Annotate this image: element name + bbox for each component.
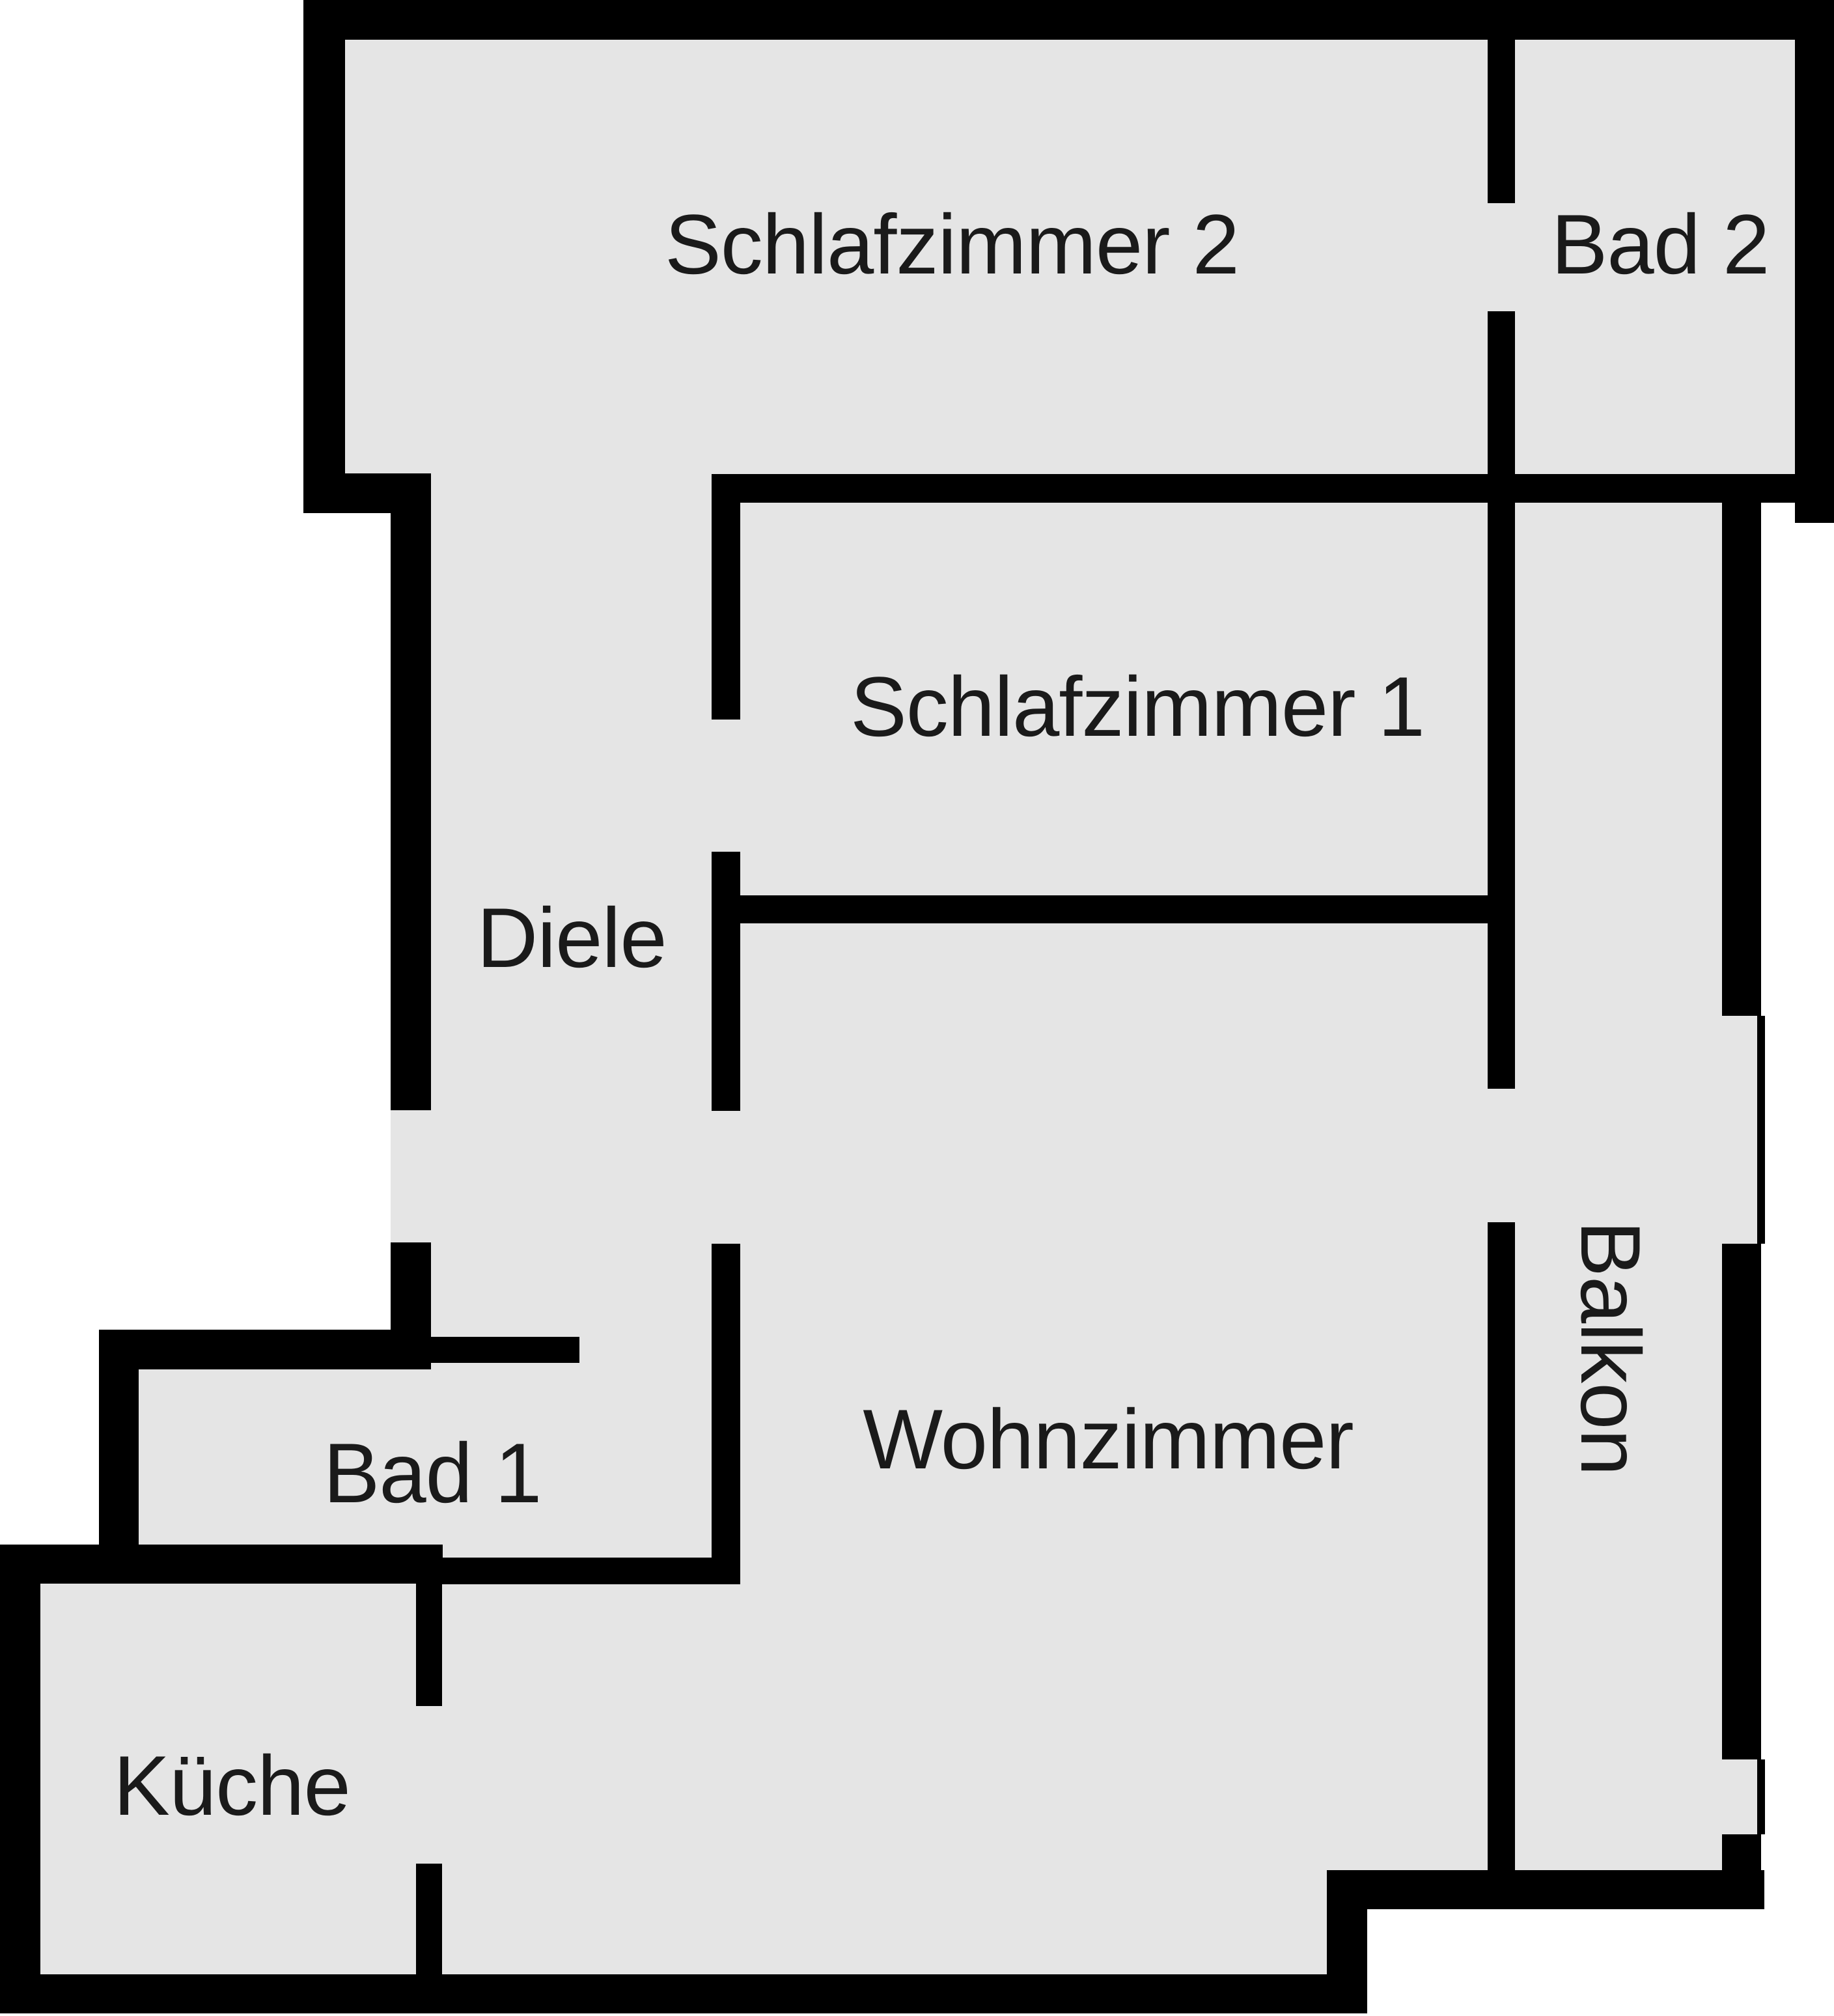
wall-balkon-right-lower — [1722, 1834, 1761, 1909]
wall-kueche-left — [0, 1545, 40, 2013]
wall-divider-right-b — [1488, 311, 1515, 1089]
wall-outer-left-top — [303, 0, 345, 513]
wall-kueche-top-inner — [431, 1558, 739, 1584]
balkon-window-railing-lower — [1757, 1759, 1765, 1834]
wall-kueche-divider-upper — [416, 1584, 442, 1706]
room-label-balkon: Balkon — [1563, 1220, 1658, 1476]
floor-schlafzimmer2-bad2 — [303, 0, 1834, 503]
wall-schlafzimmer1-left-upper — [712, 474, 740, 720]
wall-outer-bottom-left — [0, 1974, 1367, 2013]
wall-outer-bottom-right — [1327, 1870, 1764, 1909]
room-label-schlafzimmer-1: Schlafzimmer 1 — [850, 659, 1425, 754]
floor-kueche — [0, 1545, 443, 1974]
wall-schlafzimmer1-bottom — [740, 895, 1488, 923]
wall-kueche-divider-lower — [416, 1864, 442, 1974]
room-label-diele: Diele — [477, 890, 667, 985]
wall-schlafzimmer1-left-lower — [712, 1244, 740, 1584]
floor-schlafzimmer1 — [712, 474, 1515, 923]
room-label-schlafzimmer-2: Schlafzimmer 2 — [665, 197, 1240, 292]
wall-balkon-right-mid — [1722, 1244, 1761, 1759]
wall-outer-right-top — [1795, 0, 1834, 523]
wall-diele-left-upper — [391, 473, 431, 1110]
wall-outer-top — [303, 0, 1834, 40]
wall-bad1-top — [99, 1330, 431, 1369]
wall-divider-right-a — [1488, 40, 1515, 203]
room-label-wohnzimmer: Wohnzimmer — [863, 1392, 1354, 1487]
wall-divider-right-c — [1488, 1222, 1515, 1870]
wall-schlafzimmer1-left-mid — [712, 852, 740, 1111]
balkon-window-railing-upper — [1757, 1016, 1765, 1244]
wall-mid-horizontal — [712, 474, 1834, 503]
wall-balkon-right-upper — [1722, 503, 1761, 1016]
wall-kueche-top-outer — [0, 1545, 443, 1584]
room-label-bad-2: Bad 2 — [1551, 197, 1770, 292]
wall-bad1-door-side — [431, 1337, 579, 1363]
room-label-bad-1: Bad 1 — [323, 1425, 542, 1520]
wall-bad1-left — [99, 1330, 139, 1545]
room-label-kueche: Küche — [113, 1738, 351, 1833]
floor-balkon — [1488, 474, 1761, 1909]
